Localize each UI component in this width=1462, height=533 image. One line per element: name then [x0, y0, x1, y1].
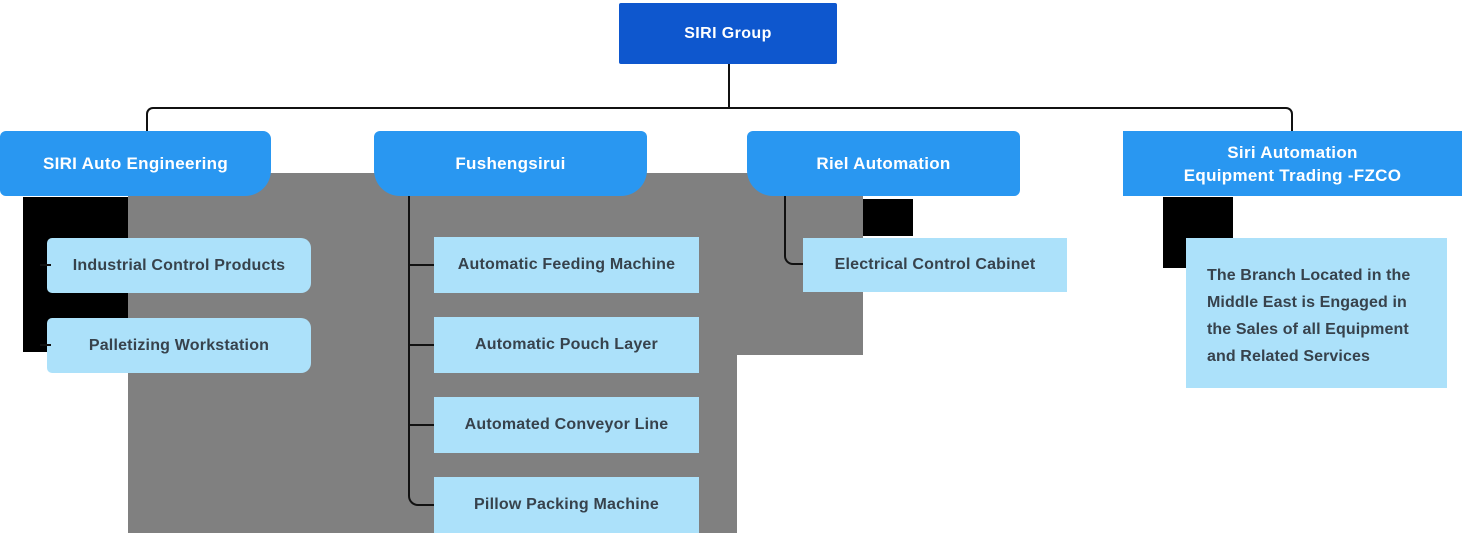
col2-spine-line — [408, 196, 435, 506]
header-label-line2: Equipment Trading -FZCO — [1183, 165, 1402, 185]
root-label: SIRI Group — [684, 24, 772, 42]
child-label: Automated Conveyor Line — [464, 416, 669, 433]
header-fushengsirui: Fushengsirui — [374, 131, 647, 196]
root-drop-line — [728, 64, 730, 108]
description-middle-east-branch: The Branch Located in the Middle East is… — [1186, 238, 1447, 388]
header-siri-automation-fzco: Siri Automation Equipment Trading -FZCO — [1123, 131, 1462, 196]
col2-stub-2 — [408, 344, 434, 346]
header-label-line1: Siri Automation — [1227, 142, 1358, 162]
child-electrical-control-cabinet: Electrical Control Cabinet — [803, 238, 1067, 292]
header-label: SIRI Auto Engineering — [42, 154, 229, 173]
col1-stub-2 — [40, 344, 51, 346]
header-siri-auto-engineering: SIRI Auto Engineering — [0, 131, 271, 196]
main-branch-line — [146, 107, 1293, 132]
description-line: and Related Services — [1207, 348, 1370, 365]
child-label: Industrial Control Products — [72, 256, 286, 274]
description-line: Middle East is Engaged in — [1207, 294, 1407, 311]
col2-stub-1 — [408, 264, 434, 266]
child-pillow-packing-machine: Pillow Packing Machine — [434, 477, 699, 533]
col2-stub-3 — [408, 424, 434, 426]
col1-stub-1 — [40, 264, 51, 266]
child-automated-conveyor-line: Automated Conveyor Line — [434, 397, 699, 453]
header-riel-automation: Riel Automation — [747, 131, 1020, 196]
child-label: Palletizing Workstation — [88, 336, 270, 354]
child-palletizing-workstation: Palletizing Workstation — [47, 318, 311, 373]
description-line: The Branch Located in the — [1207, 267, 1411, 284]
child-label: Automatic Feeding Machine — [457, 256, 676, 273]
description-line: the Sales of all Equipment — [1207, 321, 1409, 338]
child-automatic-pouch-layer: Automatic Pouch Layer — [434, 317, 699, 373]
root-box: SIRI Group — [619, 3, 837, 64]
black-backdrop-col3 — [863, 199, 913, 236]
header-label: Fushengsirui — [455, 154, 566, 173]
child-industrial-control-products: Industrial Control Products — [47, 238, 311, 293]
child-label: Automatic Pouch Layer — [475, 336, 658, 353]
col3-elbow-line — [784, 196, 805, 265]
child-label: Electrical Control Cabinet — [834, 256, 1036, 273]
child-label: Pillow Packing Machine — [474, 496, 659, 513]
header-label: Riel Automation — [816, 154, 951, 173]
child-automatic-feeding-machine: Automatic Feeding Machine — [434, 237, 699, 293]
